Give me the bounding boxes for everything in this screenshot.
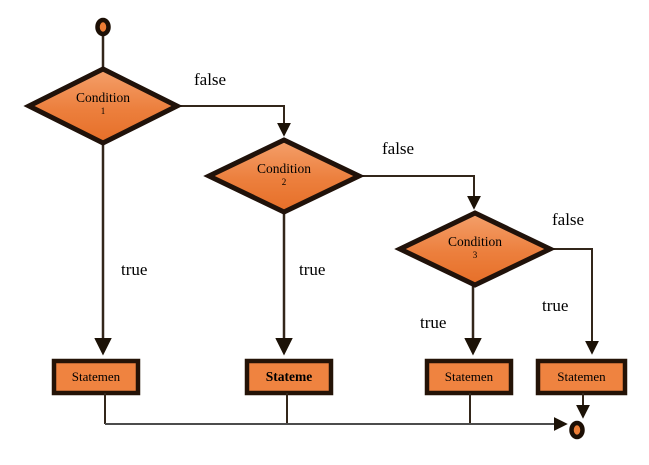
true-label-3: true <box>420 313 447 332</box>
statement-3-label: Statemen <box>444 369 494 384</box>
statement-2-box <box>244 358 334 396</box>
condition-2-title: Condition <box>256 161 311 176</box>
condition-1-label: Condition 1 <box>43 90 163 116</box>
statement-4-label: Statemen <box>557 369 606 384</box>
false-label-1: false <box>194 70 227 89</box>
start-terminator <box>95 17 111 37</box>
statement-1-box <box>51 358 141 396</box>
true-label-4: true <box>542 296 569 315</box>
false-edge-2 <box>359 175 481 210</box>
false-edge-1 <box>177 105 291 137</box>
statement-3-box <box>424 358 514 396</box>
condition-1-number: 1 <box>100 106 106 116</box>
condition-1-title: Condition <box>75 90 130 105</box>
false-label-2: false <box>382 139 415 158</box>
false-edge-3 <box>550 248 599 355</box>
condition-3-number: 3 <box>472 250 478 260</box>
condition-3-diamond <box>394 210 556 288</box>
statement-2-label: Stateme <box>265 369 313 384</box>
true-label-2: true <box>299 260 326 279</box>
condition-2-label: Condition 2 <box>224 161 344 187</box>
condition-1-diamond <box>23 66 183 146</box>
statement-1-label: Statemen <box>71 369 121 384</box>
statement-4-box <box>535 358 628 396</box>
condition-3-label: Condition 3 <box>415 234 535 260</box>
false-label-3: false <box>552 210 585 229</box>
condition-3-title: Condition <box>447 234 502 249</box>
true-label-1: true <box>121 260 148 279</box>
condition-2-diamond <box>203 137 365 215</box>
condition-2-number: 2 <box>281 177 287 187</box>
end-terminator <box>569 420 585 440</box>
